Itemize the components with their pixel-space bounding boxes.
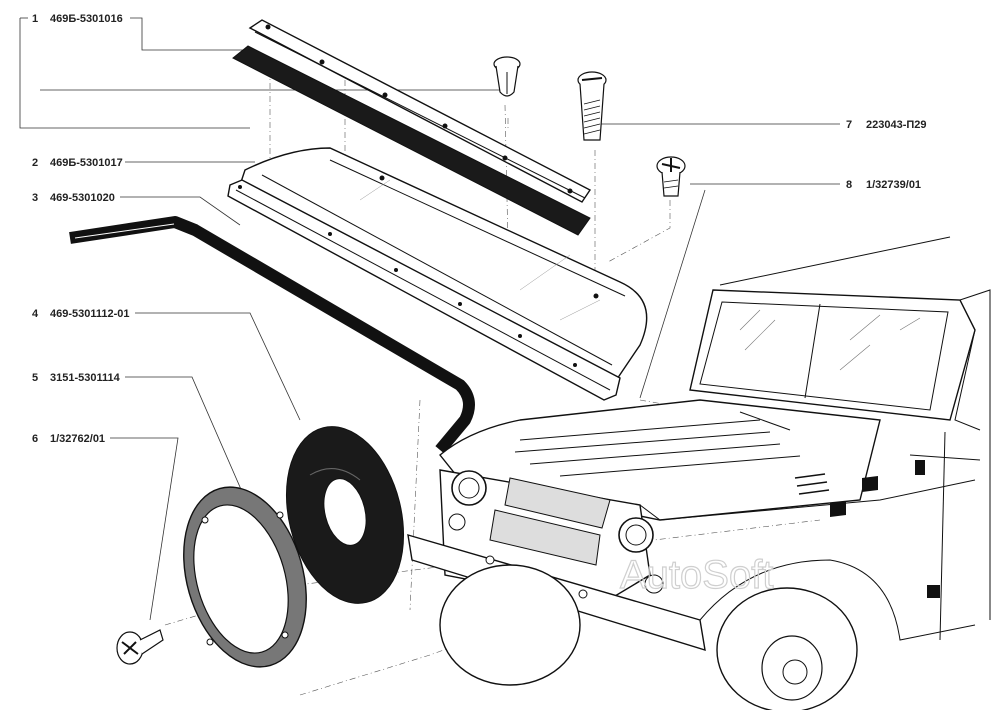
lower-frame (227, 179, 621, 401)
vehicle-illustration (407, 236, 991, 710)
part-number: 3151-5301114 (50, 372, 121, 384)
callout-number: 8 (846, 179, 852, 191)
callout-2: 2 469Б-5301017 (32, 157, 123, 169)
callout-number: 2 (32, 157, 38, 169)
hood-strip-assembly (232, 19, 592, 236)
callout-1: 1 469Б-5301016 (32, 13, 123, 25)
part-number: 223043-П29 (866, 119, 927, 131)
callout-number: 3 (32, 192, 38, 204)
bolt-7 (577, 71, 607, 141)
flange-ring (183, 486, 307, 668)
callout-5: 5 3151-5301114 (32, 372, 121, 384)
rubber-seal-bead (69, 216, 475, 454)
callout-number: 6 (32, 433, 38, 445)
part-number: 469Б-5301016 (50, 13, 123, 25)
part-number: 1/32762/01 (50, 433, 105, 445)
watermark-text: AutoSoft (620, 553, 773, 597)
callout-number: 4 (32, 308, 39, 320)
part-number: 469Б-5301017 (50, 157, 123, 169)
callout-number: 5 (32, 372, 38, 384)
glass-panel (239, 147, 648, 383)
screw-8 (656, 156, 686, 197)
part-number: 1/32739/01 (866, 179, 921, 191)
pin-part (493, 56, 521, 97)
callout-8: 8 1/32739/01 (846, 179, 921, 191)
leader-lines (19, 17, 840, 621)
screw-6 (116, 629, 164, 665)
callout-3: 3 469-5301020 (32, 192, 115, 204)
callout-7: 7 223043-П29 (846, 119, 927, 131)
callout-4: 4 469-5301112-01 (32, 308, 130, 320)
rubber-gasket (285, 426, 405, 604)
callout-number: 7 (846, 119, 852, 131)
part-number: 469-5301020 (50, 192, 115, 204)
part-number: 469-5301112-01 (50, 308, 130, 320)
callout-6: 6 1/32762/01 (32, 433, 105, 445)
callout-number: 1 (32, 13, 38, 25)
